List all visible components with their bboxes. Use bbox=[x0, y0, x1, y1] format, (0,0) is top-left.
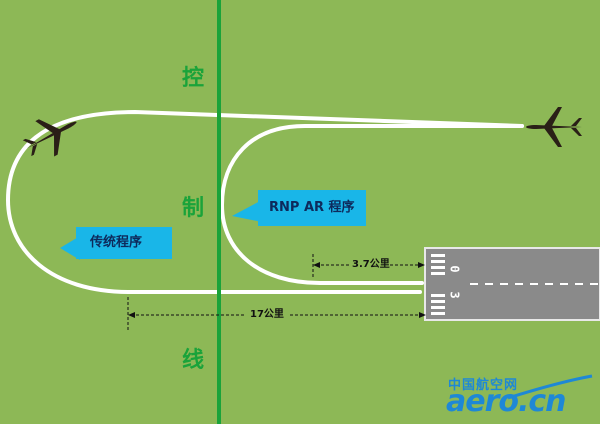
aircraft-icon bbox=[526, 107, 582, 147]
watermark-swoosh bbox=[507, 374, 593, 400]
runway-designator-top: 0 bbox=[447, 265, 462, 273]
traditional-procedure-path bbox=[5, 109, 524, 294]
control-line-label-1: 控 bbox=[182, 66, 205, 91]
control-line-label-2: 制 bbox=[182, 196, 205, 221]
rnp-ar-procedure-path bbox=[219, 124, 524, 285]
callout-rnp-box bbox=[232, 190, 366, 226]
distance-long-label: 17公里 bbox=[250, 309, 284, 320]
dimension-short bbox=[312, 254, 425, 278]
callout-traditional-box bbox=[60, 227, 172, 260]
runway-designator-bottom: 3 bbox=[447, 291, 462, 299]
threshold-markings bbox=[431, 254, 445, 315]
runway bbox=[424, 247, 600, 321]
rnp-ar-procedure-label: RNP AR 程序 bbox=[269, 200, 355, 215]
dimension-long bbox=[127, 297, 426, 330]
traditional-procedure-label: 传统程序 bbox=[90, 235, 143, 250]
aircraft-icon bbox=[22, 119, 77, 157]
watermark-en: aero.cn bbox=[446, 384, 567, 419]
distance-short-label: 3.7公里 bbox=[352, 259, 390, 270]
control-line-label-3: 线 bbox=[182, 348, 205, 373]
watermark-cn: 中国航空网 bbox=[448, 378, 519, 393]
